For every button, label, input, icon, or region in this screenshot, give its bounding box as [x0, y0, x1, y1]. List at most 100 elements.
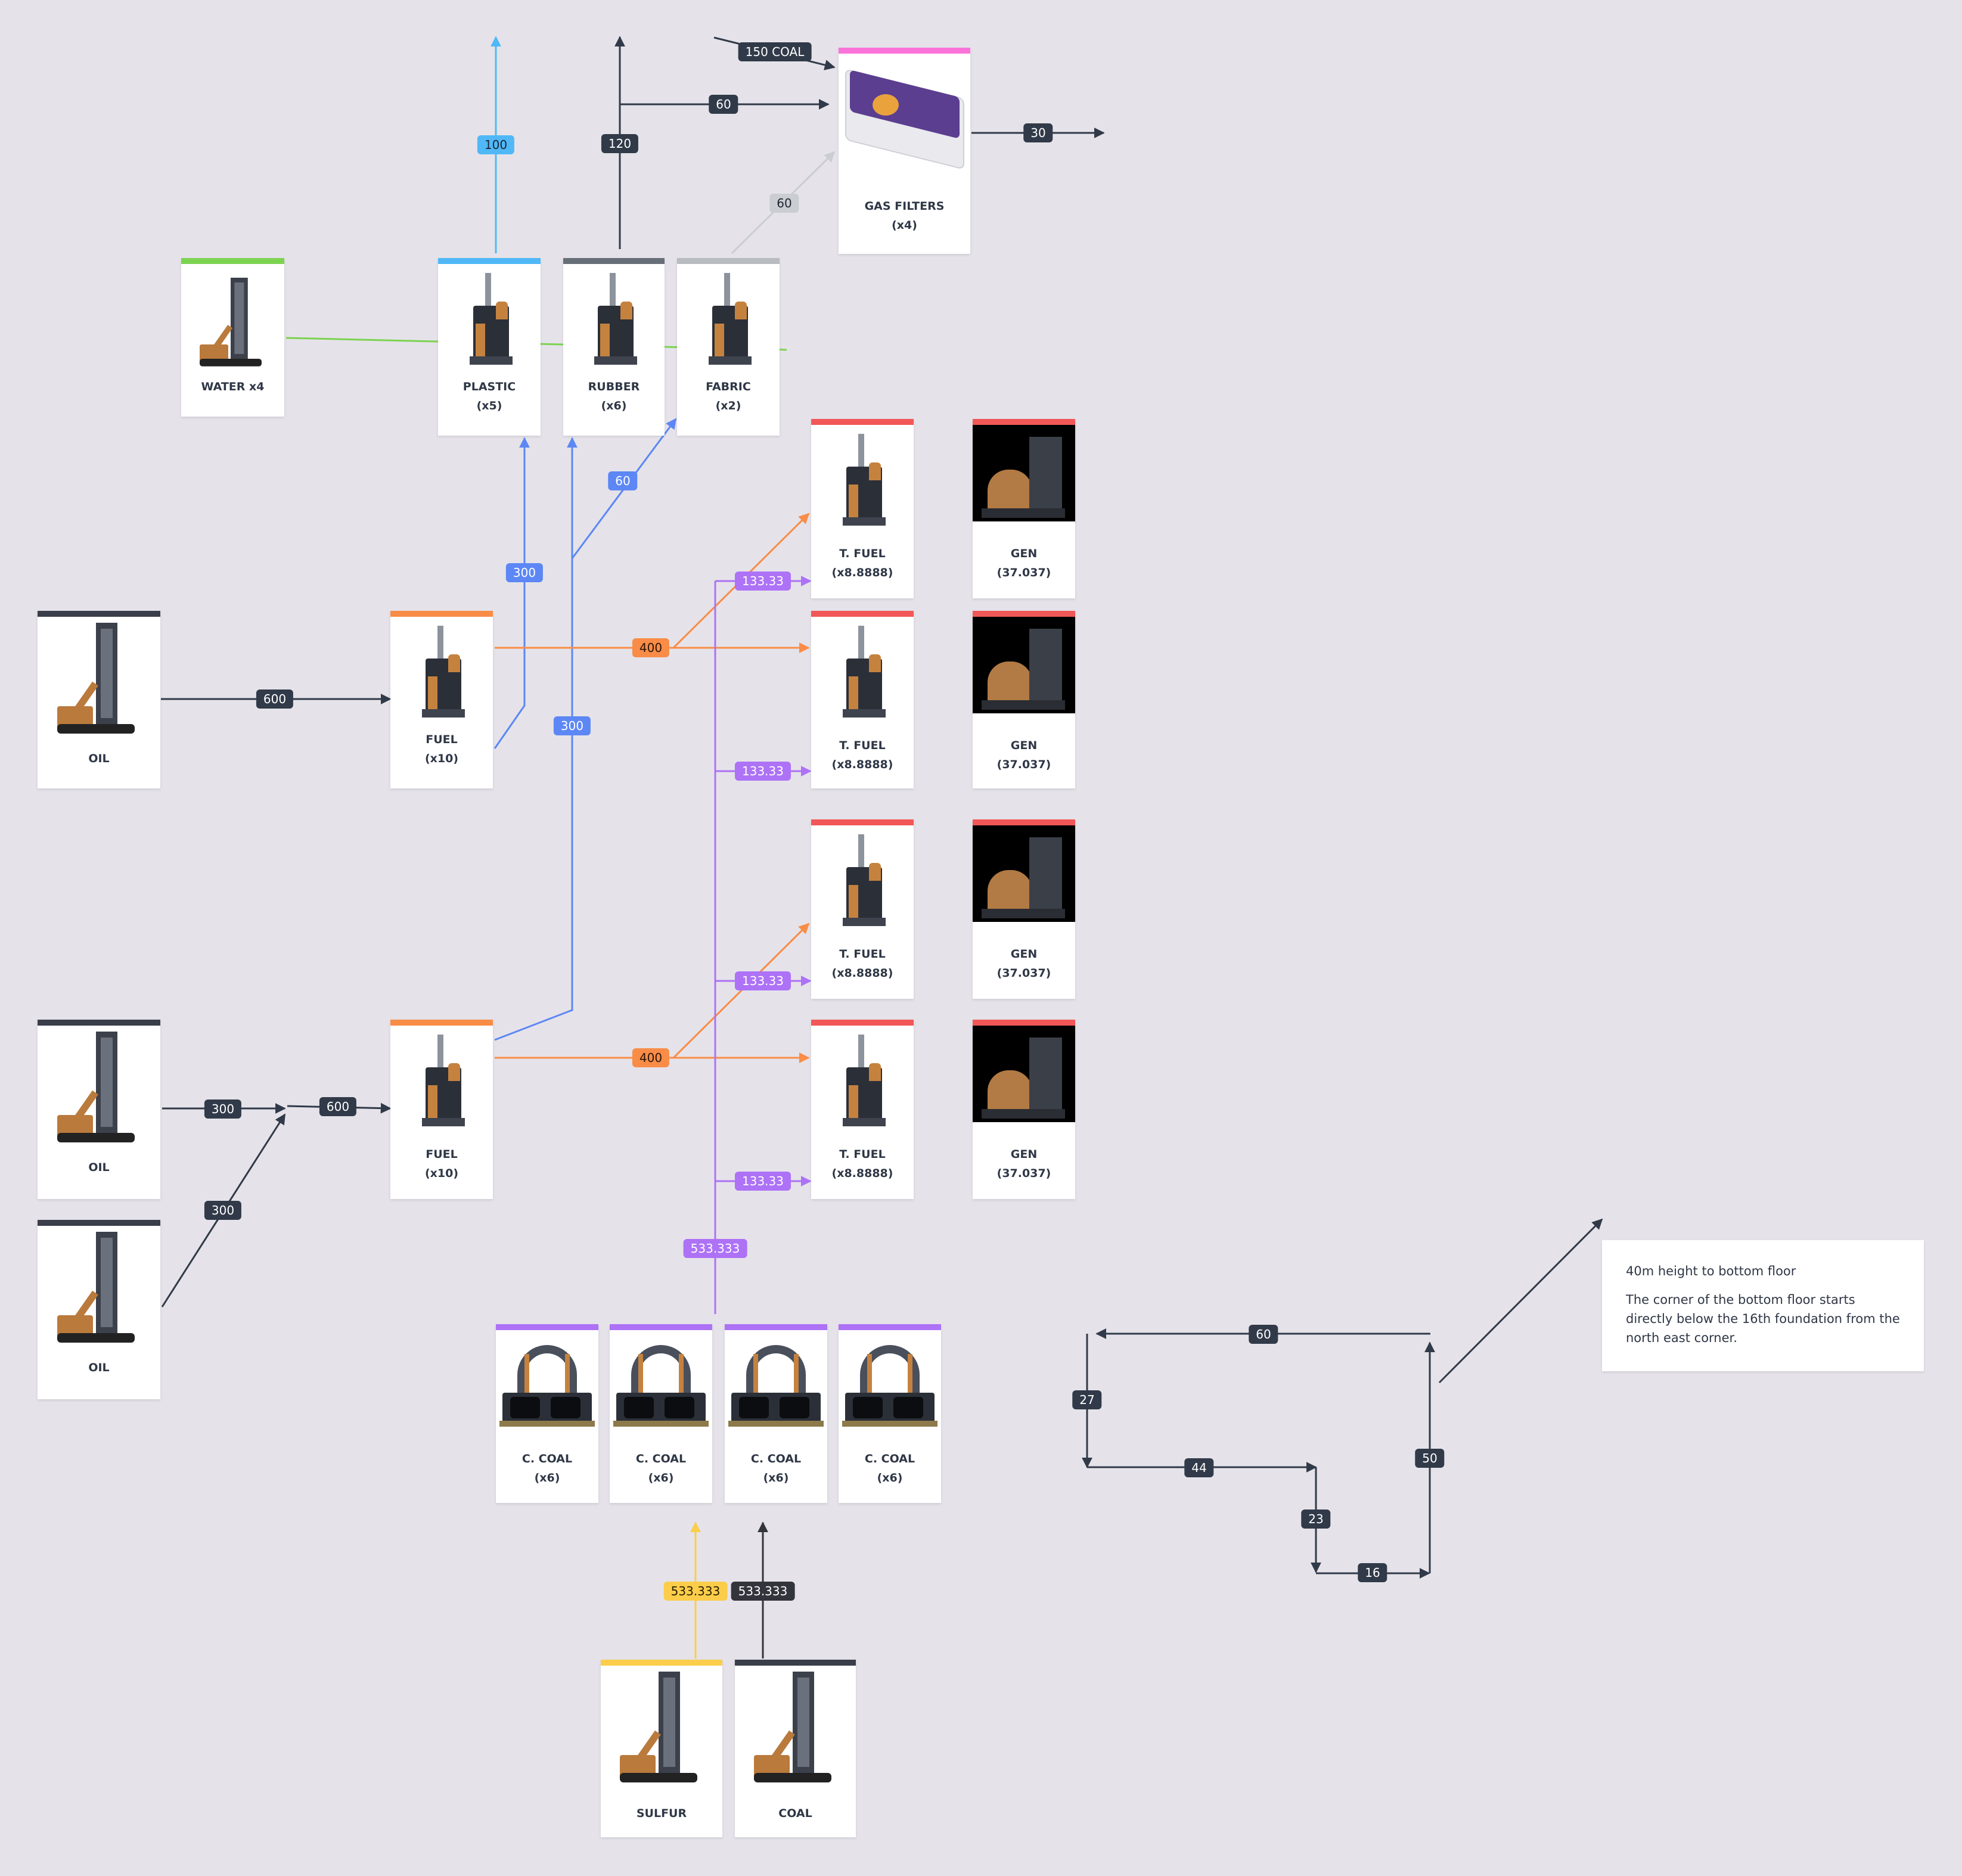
node-title: GEN: [1010, 948, 1038, 961]
floor-label-60: 60: [1249, 1325, 1278, 1344]
gas-filter-icon: [839, 69, 970, 170]
node-title: COAL: [778, 1807, 812, 1820]
node-title: GEN: [1010, 739, 1038, 752]
edge-fuel1-to-plastic: [493, 437, 530, 749]
node-title: WATER x4: [201, 380, 265, 393]
floor-label-44: 44: [1184, 1458, 1214, 1477]
node-fabric[interactable]: FABRIC(x2): [677, 258, 780, 436]
refinery-icon: [830, 626, 895, 721]
edge-label-sulfur-out: 533.333: [663, 1582, 728, 1601]
node-multiplier: (x8.8888): [831, 1167, 893, 1180]
node-title: C. COAL: [635, 1452, 687, 1465]
node-sulfur[interactable]: SULFUR: [601, 1660, 722, 1837]
node-title: T. FUEL: [839, 547, 886, 560]
node-oil-1[interactable]: OIL: [38, 611, 160, 788]
generator-icon: [973, 825, 1075, 922]
node-multiplier: (37.037): [996, 1167, 1051, 1180]
node-title: T. FUEL: [839, 739, 886, 752]
blender-icon: [613, 1342, 709, 1431]
blender-icon: [842, 1342, 937, 1431]
edge-label-fuel2-to-rubber: 300: [553, 716, 591, 735]
node-ccoal-3[interactable]: C. COAL(x6): [725, 1324, 827, 1503]
edge-label-rubber-out: 120: [601, 134, 639, 153]
edge-label-fabric-to-filters: 60: [769, 194, 799, 213]
node-coal[interactable]: COAL: [735, 1660, 856, 1837]
node-title: SULFUR: [636, 1807, 687, 1820]
edge-label-fuel1-to-tfuel: 400: [632, 638, 670, 657]
node-fuel-1[interactable]: FUEL(x10): [390, 611, 493, 788]
edge-floor-to-note: [1438, 1218, 1603, 1384]
node-title: GEN: [1010, 547, 1038, 560]
node-gen-1[interactable]: GEN (37.037): [973, 419, 1075, 598]
refinery-icon: [830, 1035, 895, 1130]
node-multiplier: (x8.8888): [831, 967, 893, 980]
node-gen-3[interactable]: GEN(37.037): [973, 819, 1075, 999]
node-gen-4[interactable]: GEN (37.037): [973, 1020, 1075, 1199]
edge-label-rubber-line-to-fabric: 60: [608, 471, 638, 490]
node-ccoal-1[interactable]: C. COAL (x6): [496, 1324, 598, 1503]
resource-well-icon: [751, 1672, 840, 1785]
edge-label-rubber-to-filters: 60: [709, 95, 738, 114]
node-water[interactable]: WATER x4: [181, 258, 284, 417]
edge-fuel2-to-tfuel3: [672, 923, 810, 1059]
node-title: OIL: [88, 1161, 110, 1174]
edge-label-oil2-out: 300: [204, 1099, 242, 1119]
node-title: T. FUEL: [839, 948, 886, 961]
node-oil-3[interactable]: OIL: [38, 1220, 160, 1399]
node-oil-2[interactable]: OIL: [38, 1020, 160, 1199]
node-tfuel-2[interactable]: T. FUEL (x8.8888): [811, 611, 914, 788]
node-fuel-2[interactable]: FUEL (x10): [390, 1020, 493, 1199]
edge-label-oil1-to-fuel1: 600: [256, 689, 294, 709]
floor-label-16: 16: [1358, 1563, 1387, 1582]
water-extractor-icon: [197, 278, 269, 368]
node-multiplier: (x4): [892, 219, 917, 232]
node-gen-2[interactable]: GEN(37.037): [973, 611, 1075, 788]
node-tfuel-3[interactable]: T. FUEL (x8.8888): [811, 819, 914, 999]
floor-label-23: 23: [1301, 1510, 1331, 1529]
node-title: GEN: [1010, 1148, 1038, 1161]
node-title: OIL: [88, 1361, 110, 1374]
floor-label-27: 27: [1072, 1390, 1102, 1409]
node-multiplier: (x6): [534, 1471, 560, 1484]
node-title: T. FUEL: [839, 1148, 886, 1161]
node-title: C. COAL: [521, 1452, 573, 1465]
note-body: The corner of the bottom floor starts di…: [1626, 1293, 1900, 1345]
node-multiplier: (x6): [648, 1471, 674, 1484]
node-title: C. COAL: [864, 1452, 915, 1465]
node-title: FUEL: [426, 733, 458, 746]
refinery-icon: [830, 434, 895, 529]
edge-label-cc-to-tfuel1: 133.33: [735, 572, 791, 591]
node-gas-filters[interactable]: GAS FILTERS(x4): [839, 48, 970, 254]
node-title: OIL: [88, 752, 110, 765]
edge-label-fuel1-to-plastic: 300: [505, 563, 544, 582]
node-tfuel-1[interactable]: T. FUEL (x8.8888): [811, 419, 914, 598]
edge-label-fuel2-to-tfuel: 400: [632, 1048, 670, 1067]
blender-icon: [499, 1342, 595, 1431]
edge-label-cc-total: 533.333: [683, 1239, 747, 1258]
resource-well-icon: [617, 1672, 706, 1785]
node-multiplier: (x8.8888): [831, 566, 893, 579]
refinery-icon: [696, 273, 761, 368]
node-plastic[interactable]: PLASTIC(x5): [438, 258, 541, 436]
node-tfuel-4[interactable]: T. FUEL (x8.8888): [811, 1020, 914, 1199]
node-multiplier: (x6): [763, 1471, 789, 1484]
edge-label-cc-to-tfuel3: 133.33: [735, 971, 791, 990]
node-multiplier: (x8.8888): [831, 758, 893, 771]
note-card[interactable]: 40m height to bottom floor The corner of…: [1602, 1240, 1924, 1371]
node-ccoal-2[interactable]: C. COAL (x6): [610, 1324, 712, 1503]
node-title: FUEL: [426, 1148, 458, 1161]
floor-label-50: 50: [1415, 1449, 1445, 1468]
node-ccoal-4[interactable]: C. COAL(x6): [839, 1324, 941, 1503]
oil-extractor-icon: [54, 1032, 144, 1145]
refinery-icon: [409, 626, 474, 721]
node-multiplier: (x10): [424, 1167, 459, 1180]
note-heading: 40m height to bottom floor: [1626, 1264, 1796, 1278]
node-multiplier: (37.037): [996, 566, 1051, 579]
edge-label-coal-to-filters: 150 COAL: [738, 42, 812, 61]
refinery-icon: [409, 1035, 474, 1130]
node-rubber[interactable]: RUBBER(x6): [563, 258, 665, 436]
edge-label-plastic-out: 100: [477, 135, 515, 154]
blender-icon: [728, 1342, 824, 1431]
generator-icon: [973, 425, 1075, 521]
edge-label-coal-out: 533.333: [731, 1582, 795, 1601]
